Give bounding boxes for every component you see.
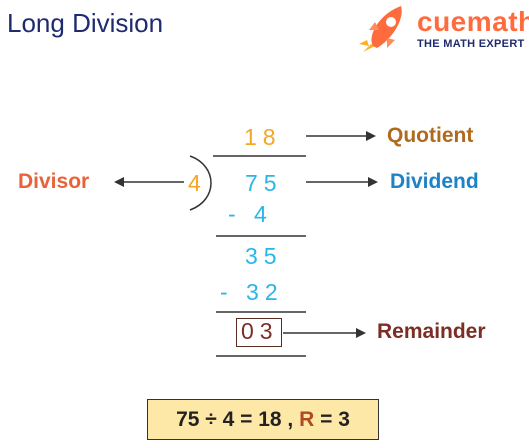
quotient-digits: 18 [244, 124, 282, 150]
brand-tagline: THE MATH EXPERT [417, 38, 525, 50]
brand-logo: cuemath THE MATH EXPERT [357, 0, 529, 60]
divisor-digit: 4 [188, 170, 207, 196]
result-equation-box: 75 ÷ 4 = 18 , R = 3 [147, 399, 379, 440]
brand-name: cuemath [417, 6, 529, 37]
arrow-divisor [114, 177, 184, 187]
remainder-label: Remainder [377, 320, 486, 343]
rocket-icon [359, 6, 402, 52]
dividend-digits: 75 [245, 170, 283, 196]
arrow-remainder [283, 328, 366, 338]
divisor-label: Divisor [18, 170, 90, 193]
result-remainder-equals: = [314, 407, 339, 431]
subtract-step-1: - 4 [228, 201, 273, 227]
page-title: Long Division [7, 8, 164, 38]
dividend-label: Dividend [390, 170, 479, 193]
result-remainder-value: 3 [338, 407, 350, 431]
quotient-label: Quotient [387, 124, 474, 147]
subtract-step-2: - 32 [220, 279, 284, 305]
division-bracket [189, 155, 212, 211]
remainder-step-1: 35 [245, 243, 283, 269]
remainder-digits: 03 [241, 318, 279, 344]
arrow-dividend [306, 177, 378, 187]
remainder-box [236, 318, 282, 347]
result-equation: 75 ÷ 4 = 18 , [176, 407, 300, 431]
arrow-quotient [306, 131, 376, 141]
result-remainder-label: R [299, 407, 315, 431]
